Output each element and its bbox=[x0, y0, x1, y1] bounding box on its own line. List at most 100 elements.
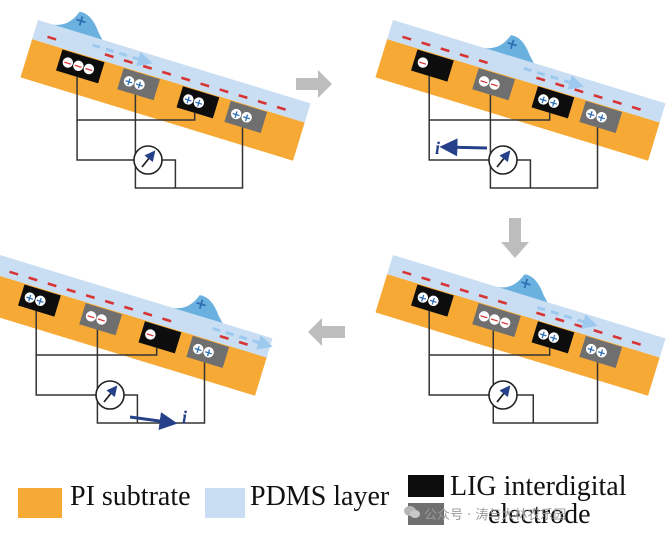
surface-negative-charge bbox=[219, 88, 229, 94]
charge-sign: + bbox=[547, 331, 560, 346]
lig-electrode-label-line2: electrode bbox=[488, 499, 591, 530]
watermark: 公众号 · 涛与大林农乐园 bbox=[424, 508, 567, 523]
panel-bottom-right: +++−−−++++ bbox=[375, 255, 666, 424]
surface-negative-charge bbox=[85, 293, 95, 300]
surface-negative-charge bbox=[143, 311, 153, 317]
negative-charge bbox=[85, 311, 97, 322]
charge-sign: − bbox=[82, 62, 95, 77]
surface-negative-charge bbox=[66, 288, 76, 294]
charge-sign: + bbox=[537, 92, 550, 107]
positive-charge bbox=[230, 108, 242, 120]
surface-negative-charge bbox=[219, 334, 229, 341]
droplet-positive-charge: + bbox=[504, 34, 521, 55]
wechat-icon bbox=[404, 506, 420, 518]
negative-charge bbox=[417, 57, 429, 68]
negative-charge bbox=[96, 314, 107, 325]
charge-sign: + bbox=[537, 327, 550, 342]
surface-negative-charge bbox=[555, 82, 565, 88]
negative-charge bbox=[478, 76, 490, 87]
charge-sign: + bbox=[585, 107, 598, 122]
ammeter-needle bbox=[496, 385, 511, 403]
electrode-black bbox=[411, 49, 454, 82]
wire-to-meter-left bbox=[76, 120, 134, 161]
positive-charge bbox=[123, 76, 135, 87]
negative-charge bbox=[499, 317, 511, 328]
wire-to-meter-right bbox=[124, 394, 139, 423]
surface-negative-charge bbox=[257, 99, 267, 106]
charge-sign: − bbox=[478, 74, 491, 89]
wire-black-electrodes bbox=[428, 311, 551, 356]
current-arrow bbox=[129, 412, 178, 430]
negative-charge bbox=[83, 63, 95, 75]
charge-sign: + bbox=[416, 291, 429, 306]
wire-to-meter-right bbox=[517, 159, 532, 188]
water-droplet bbox=[52, 11, 103, 40]
charge-sign: + bbox=[427, 294, 440, 309]
surface-negative-charge bbox=[28, 276, 38, 282]
positive-charge bbox=[538, 94, 549, 105]
wire-gray-electrodes bbox=[492, 330, 599, 424]
surface-negative-charge bbox=[612, 99, 622, 106]
charge-sign: + bbox=[123, 74, 136, 89]
surface-negative-charge bbox=[593, 94, 603, 100]
panel-bottom-left: +++−−−++i bbox=[0, 255, 273, 430]
charge-sign: − bbox=[95, 312, 108, 327]
positive-charge bbox=[596, 112, 607, 123]
positive-charge bbox=[134, 79, 145, 90]
pdms-layer-swatch bbox=[205, 488, 245, 518]
charge-sign: − bbox=[144, 327, 157, 342]
process-arrow-down bbox=[501, 218, 529, 258]
charge-sign: − bbox=[416, 56, 429, 71]
water-droplet bbox=[484, 35, 534, 64]
positive-charge bbox=[192, 343, 204, 355]
surface-negative-charge bbox=[612, 334, 622, 341]
wire-black-electrodes bbox=[428, 76, 551, 121]
wire-black-electrodes bbox=[35, 311, 158, 356]
current-label: i bbox=[435, 138, 440, 158]
surface-negative-charge bbox=[9, 270, 19, 276]
charge-sign: + bbox=[547, 96, 560, 111]
positive-charge bbox=[548, 332, 560, 343]
charge-sign: − bbox=[72, 59, 85, 74]
charge-sign: + bbox=[23, 291, 36, 306]
lig-electrode-swatch-black bbox=[408, 475, 444, 497]
surface-negative-charge bbox=[238, 94, 248, 100]
surface-negative-charge bbox=[631, 340, 641, 346]
positive-charge bbox=[203, 347, 214, 358]
charge-sign: − bbox=[61, 56, 74, 71]
surface-negative-charge bbox=[181, 76, 191, 82]
pi-substrate-swatch bbox=[18, 488, 62, 518]
current-label: i bbox=[182, 407, 187, 427]
charge-sign: + bbox=[202, 345, 215, 360]
positive-charge bbox=[241, 112, 252, 123]
droplet-positive-charge: + bbox=[517, 273, 534, 294]
positive-charge bbox=[24, 292, 36, 303]
positive-charge bbox=[548, 97, 560, 108]
surface-negative-charge bbox=[161, 70, 172, 76]
ammeter-needle bbox=[496, 150, 511, 168]
charge-sign: + bbox=[595, 345, 608, 360]
positive-charge bbox=[596, 347, 607, 358]
charge-sign: + bbox=[595, 110, 608, 125]
charge-sign: + bbox=[133, 77, 146, 92]
wire-gray-electrodes bbox=[134, 94, 244, 189]
process-arrows bbox=[296, 70, 529, 346]
surface-negative-charge bbox=[200, 82, 210, 88]
charge-sign: + bbox=[240, 110, 253, 125]
wire-gray-electrodes bbox=[489, 94, 599, 189]
surface-negative-charge bbox=[47, 282, 57, 288]
electrode-black bbox=[138, 321, 182, 354]
droplet-positive-charge: + bbox=[193, 294, 210, 315]
surface-negative-charge bbox=[478, 58, 488, 65]
surface-negative-charge bbox=[440, 47, 450, 53]
wire-to-meter-right bbox=[162, 159, 177, 188]
lig-electrode-label-line1: LIG interdigital bbox=[450, 471, 627, 502]
wire-gray-electrodes bbox=[96, 329, 206, 424]
charge-sign: + bbox=[192, 342, 205, 357]
surface-negative-charge bbox=[402, 270, 412, 276]
surface-negative-charge bbox=[421, 276, 431, 282]
charge-sign: + bbox=[585, 342, 598, 357]
surface-negative-charge bbox=[593, 329, 603, 335]
surface-negative-charge bbox=[47, 35, 57, 41]
wire-to-meter-right bbox=[517, 394, 535, 423]
